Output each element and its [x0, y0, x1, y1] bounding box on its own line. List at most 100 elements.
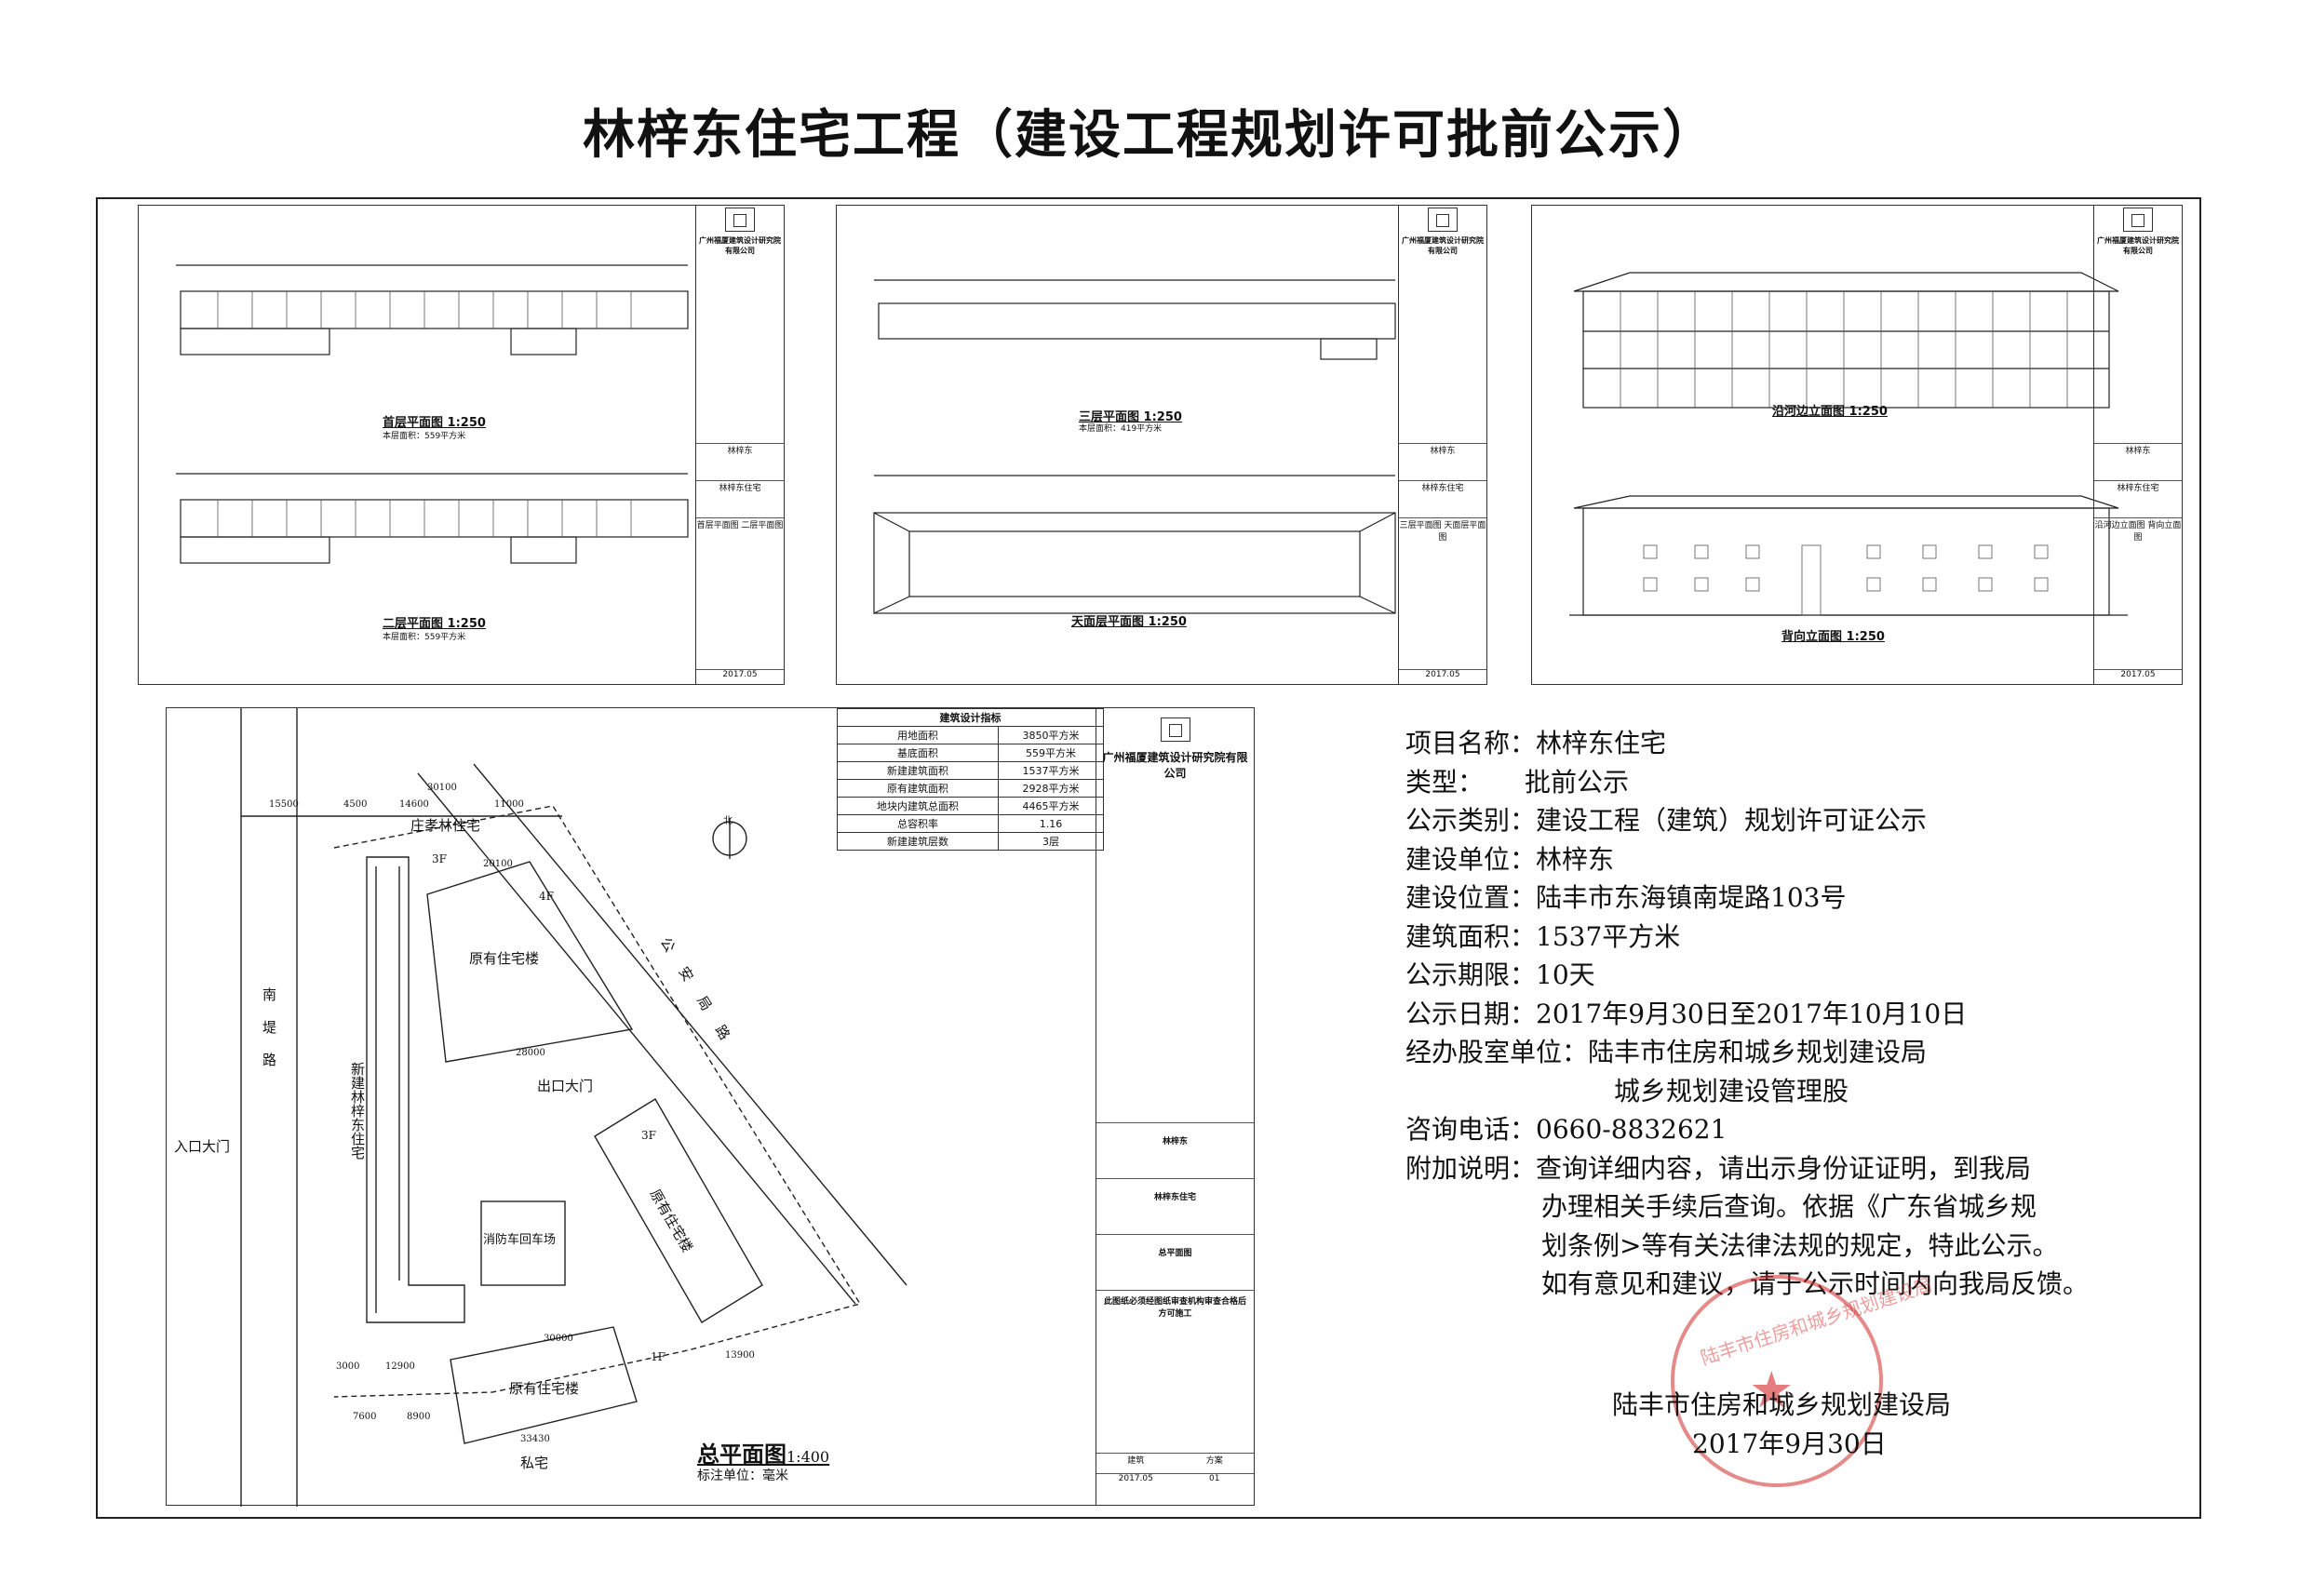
- label-1f: 1F: [651, 1350, 666, 1363]
- floor1-label: 首层平面图: [383, 416, 444, 430]
- floor3-area: 本层面积：419平方米: [1079, 424, 1163, 434]
- notice-row: 类型：批前公示: [1405, 766, 1630, 798]
- notice-row: 建设位置：陆丰市东海镇南堤路103号: [1405, 882, 1847, 913]
- drawing-sheet-floor-plans: 首层平面图 1:250 本层面积：559平方米 二层平面图 1:250 本层面积…: [138, 205, 785, 685]
- dim-3000: 3000: [336, 1361, 360, 1372]
- title-block-2: 广州福厦建筑设计研究院有限公司 林梓东 林梓东住宅 三层平面图 天面层平面图 2…: [1398, 206, 1486, 684]
- indicator-value: 2928平方米: [998, 779, 1104, 798]
- dim-11000: 11000: [494, 799, 524, 810]
- elev-river-label: 沿河边立面图: [1772, 405, 1846, 419]
- notice-row: 办理相关手续后查询。依据《广东省城乡规: [1541, 1191, 2037, 1222]
- label-zhuang: 庄孝林住宅: [410, 817, 481, 834]
- label-private: 私宅: [520, 1455, 549, 1471]
- site-project: 林梓东住宅: [1153, 1193, 1196, 1202]
- indicator-key: 地块内建筑总面积: [837, 797, 999, 815]
- drawing-sheet-elevations: 沿河边立面图 1:250 背向立面图 1:250 广州福厦建筑设计研究院有限公司…: [1531, 205, 2183, 685]
- indicator-value: 559平方米: [998, 744, 1104, 762]
- floor2-label: 二层平面图: [383, 617, 444, 631]
- dim-30100: 30100: [427, 783, 457, 793]
- site-owner: 林梓东: [1162, 1137, 1188, 1147]
- firm-logo-icon: [725, 208, 755, 232]
- notice-row: 咨询电话：0660-8832621: [1405, 1114, 1728, 1145]
- drawing-sheet-upper-plans: 三层平面图 1:250 本层面积：419平方米 天面层平面图 1:250 广州福…: [836, 205, 1487, 685]
- floor1-area: 本层面积：559平方米: [383, 432, 466, 441]
- indicator-value: 3850平方米: [998, 726, 1104, 744]
- dim-4500: 4500: [343, 799, 368, 810]
- floor3-label: 三层平面图: [1079, 410, 1140, 424]
- floor-plans-drawing: [176, 264, 689, 564]
- elevations-drawing: [1569, 272, 2128, 616]
- site-drawing-name: 总平面图: [1158, 1249, 1192, 1258]
- notice-row: 公示期限：10天: [1405, 959, 1595, 990]
- site-plan-drawing: [240, 708, 908, 1507]
- title-block-3: 广州福厦建筑设计研究院有限公司 林梓东 林梓东住宅 沿河边立面图 背向立面图 2…: [2093, 206, 2182, 684]
- roof-label: 天面层平面图: [1071, 615, 1145, 629]
- dim-28000: 28000: [516, 1048, 545, 1058]
- tb1-drawing-name: 首层平面图 二层平面图: [696, 521, 784, 530]
- notice-row: 城乡规划建设管理股: [1614, 1075, 1849, 1106]
- indicator-value: 1537平方米: [998, 761, 1104, 780]
- elev-back-label: 背向立面图: [1781, 630, 1843, 644]
- site-plan-scale: 1:400: [786, 1448, 830, 1466]
- tb1-date: 2017.05: [722, 670, 758, 679]
- title-block-site: 广州福厦建筑设计研究院有限公司 林梓东 林梓东住宅 总平面图 此图纸必须经图纸审…: [1096, 708, 1254, 1505]
- floor2-area: 本层面积：559平方米: [383, 633, 466, 642]
- dim-15500: 15500: [269, 799, 299, 810]
- sign-date: 2017年9月30日: [1692, 1428, 1887, 1459]
- dim-13900: 13900: [725, 1350, 755, 1361]
- official-stamp-icon: 陆丰市住房和城乡规划建设局 ★: [1671, 1273, 1935, 1487]
- upper-plans-drawing: [873, 279, 1396, 614]
- floor1-scale: 1:250: [447, 416, 486, 430]
- label-4f: 4F: [539, 890, 554, 903]
- indicator-key: 原有建筑面积: [837, 779, 999, 798]
- dim-14600: 14600: [399, 799, 429, 810]
- label-entry-gate: 入口大门: [174, 1138, 231, 1155]
- signer: 陆丰市住房和城乡规划建设局: [1612, 1389, 1952, 1420]
- notice-row: 项目名称：林梓东住宅: [1405, 728, 1667, 758]
- tb3-owner: 林梓东: [2125, 447, 2151, 456]
- site-type: 方案: [1205, 1456, 1223, 1466]
- indicator-key: 新建建筑面积: [837, 761, 999, 780]
- dim-7600: 7600: [353, 1412, 377, 1422]
- label-exit-gate: 出口大门: [537, 1078, 594, 1094]
- notice-row: 附加说明：查询详细内容，请出示身份证证明，到我局: [1405, 1152, 2032, 1184]
- indicator-value: 3层: [998, 832, 1104, 851]
- dim-12900: 12900: [385, 1361, 415, 1372]
- firm-logo-icon: [1160, 718, 1190, 742]
- firm-logo-icon: [2123, 208, 2153, 232]
- notice-row: 建筑面积：1537平方米: [1405, 920, 1681, 952]
- unit-note: 标注单位：毫米: [697, 1469, 788, 1483]
- outer-frame: [96, 197, 2201, 1519]
- notice-row: 划条例>等有关法律法规的规定，特此公示。: [1541, 1229, 2059, 1261]
- tb1-firm: 广州福厦建筑设计研究院有限公司: [699, 236, 781, 255]
- tb3-firm: 广州福厦建筑设计研究院有限公司: [2097, 236, 2179, 255]
- tb2-firm: 广州福厦建筑设计研究院有限公司: [1402, 236, 1484, 255]
- dim-20100: 20100: [483, 859, 513, 869]
- site-firm: 广州福厦建筑设计研究院有限公司: [1102, 751, 1248, 780]
- tb1-project: 林梓东住宅: [719, 484, 761, 493]
- roof-scale: 1:250: [1148, 615, 1187, 629]
- tb1-owner: 林梓东: [727, 447, 753, 456]
- tb2-owner: 林梓东: [1430, 447, 1456, 456]
- indicator-key: 用地面积: [837, 726, 999, 744]
- notice-row: 公示类别：建设工程（建筑）规划许可证公示: [1405, 805, 1928, 836]
- firm-logo-icon: [1428, 208, 1458, 232]
- label-orig3: 原有住宅楼: [509, 1380, 580, 1397]
- dim-33430: 33430: [520, 1434, 550, 1444]
- tb3-date: 2017.05: [2120, 670, 2156, 679]
- dim-8900: 8900: [407, 1412, 431, 1422]
- indicator-value: 4465平方米: [998, 797, 1104, 815]
- tb3-drawing-name: 沿河边立面图 背向立面图: [2094, 521, 2182, 543]
- notice-block: 项目名称：林梓东住宅 类型：批前公示 公示类别：建设工程（建筑）规划许可证公示 …: [1405, 724, 2206, 1304]
- label-orig1: 原有住宅楼: [469, 950, 540, 967]
- indicator-key: 新建建筑层数: [837, 832, 999, 851]
- indicator-key: 总容积率: [837, 814, 999, 833]
- label-new-building: 新建林梓东住宅: [349, 1062, 366, 1160]
- tb2-drawing-name: 三层平面图 天面层平面图: [1399, 521, 1486, 543]
- site-date: 2017.05: [1118, 1474, 1153, 1483]
- indicator-header: 建筑设计指标: [837, 708, 1104, 727]
- label-3f-a: 3F: [432, 852, 447, 865]
- notice-row: 公示日期：2017年9月30日至2017年10月10日: [1405, 998, 1968, 1029]
- indicator-key: 基底面积: [837, 744, 999, 762]
